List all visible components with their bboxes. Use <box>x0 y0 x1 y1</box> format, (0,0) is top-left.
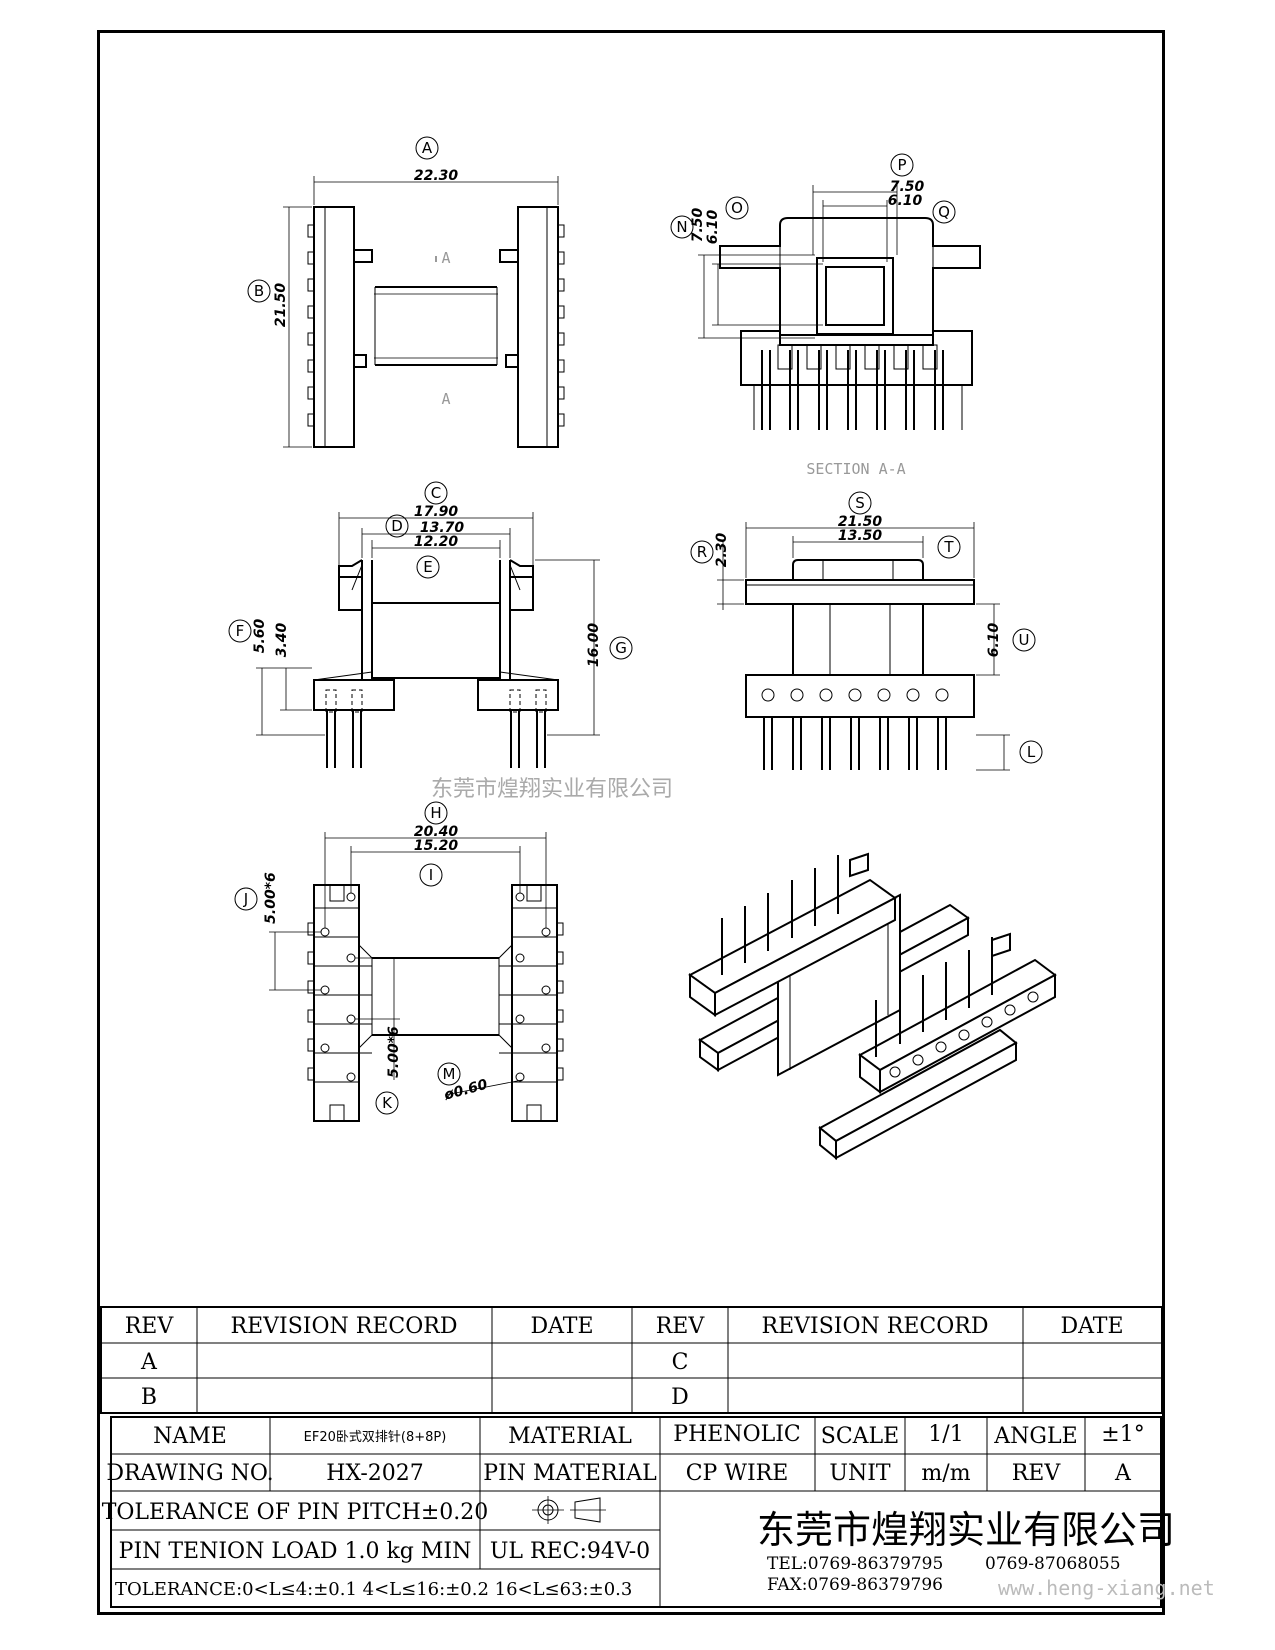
dim-h-value: 20.40 <box>414 824 459 840</box>
dim-o-value: 6.10 <box>705 209 721 244</box>
dim-t-value: 13.50 <box>838 528 883 544</box>
dim-f-value: 5.60 <box>252 618 268 653</box>
isometric-view <box>688 852 1057 1161</box>
rev-header-1: REV <box>125 1314 175 1339</box>
bubble-p: P <box>897 156 906 174</box>
company-name: 东莞市煌翔实业有限公司 <box>757 1508 1175 1552</box>
dim-e-value: 12.20 <box>414 534 459 550</box>
dim-n-value: 7.50 <box>690 207 706 242</box>
pitch-tolerance: TOLERANCE OF PIN PITCH±0.20 <box>102 1500 489 1525</box>
section-mark-lower: A <box>441 390 450 408</box>
dim-i-value: 15.20 <box>414 838 459 854</box>
top-view: A A 22.30 A 21.50 B <box>247 136 565 448</box>
dim-b-value: 21.50 <box>273 283 289 328</box>
section-view: 7.50 6.10 P Q 7.50 6.10 N O SECTION A-A <box>670 153 981 478</box>
dim-q-value: 6.10 <box>888 193 923 209</box>
rev-row-a: A <box>140 1350 158 1375</box>
dim-k-value: 5.00*6 <box>386 1026 402 1078</box>
company-fax: FAX:0769-86379796 <box>767 1575 943 1595</box>
rev-row-c: C <box>672 1350 689 1375</box>
scale-value: 1/1 <box>928 1422 963 1447</box>
rev-row-b: B <box>141 1385 157 1410</box>
section-caption: SECTION A-A <box>806 460 905 478</box>
drawing-sheet-border <box>97 30 1165 1615</box>
ul-rating: UL REC:94V-0 <box>490 1539 650 1564</box>
bubble-e: E <box>423 558 432 576</box>
bubble-s: S <box>855 494 865 512</box>
bubble-l: L <box>1027 743 1036 761</box>
revision-record-header-2: REVISION RECORD <box>762 1314 989 1339</box>
company-tel: TEL:0769-86379795 <box>767 1554 943 1574</box>
dim-s-value: 21.50 <box>838 514 883 530</box>
bubble-a: A <box>422 139 433 157</box>
bottom-view: 20.40 H 15.20 I 5.00*6 J 5.00*6 K ø0.60 … <box>234 801 564 1122</box>
rev-value: A <box>1114 1461 1132 1486</box>
date-header-1: DATE <box>530 1314 593 1339</box>
angle-value: ±1° <box>1101 1422 1144 1447</box>
material-label: MATERIAL <box>508 1424 632 1449</box>
rev-label: REV <box>1012 1461 1062 1486</box>
pin-load: PIN TENION LOAD 1.0 kg MIN <box>119 1539 472 1564</box>
material-value: PHENOLIC <box>673 1422 800 1447</box>
company-tel-2: 0769-87068055 <box>985 1554 1121 1574</box>
bubble-h: H <box>430 804 441 822</box>
dim-c-value: 17.90 <box>414 504 459 520</box>
section-mark-upper: A <box>441 249 450 267</box>
scale-label: SCALE <box>821 1424 899 1449</box>
bubble-o: O <box>731 199 743 217</box>
date-header-2: DATE <box>1060 1314 1123 1339</box>
watermark-company: 东莞市煌翔实业有限公司 <box>431 777 673 802</box>
pin-material-label: PIN MATERIAL <box>483 1461 657 1486</box>
name-value: EF20卧式双排针(8+8P) <box>304 1430 447 1445</box>
bubble-u: U <box>1019 631 1030 649</box>
unit-value: m/m <box>921 1461 970 1486</box>
pin-material-value: CP WIRE <box>686 1461 789 1486</box>
bubble-j: J <box>243 890 248 908</box>
rev-row-d: D <box>671 1385 689 1410</box>
dim-g-value: 16.00 <box>586 623 602 668</box>
bubble-n: N <box>676 218 687 236</box>
bubble-d: D <box>391 517 403 535</box>
dim-j-value: 5.00*6 <box>263 872 279 924</box>
bubble-i: I <box>429 866 433 884</box>
bubble-f: F <box>236 622 245 640</box>
bubble-b: B <box>254 282 264 300</box>
dim-a-value: 22.30 <box>414 168 459 184</box>
dim-f2-value: 3.40 <box>274 622 290 657</box>
general-tolerance: TOLERANCE:0<L≤4:±0.1 4<L≤16:±0.2 16<L≤63… <box>115 1579 632 1600</box>
dim-d-value: 13.70 <box>420 520 465 536</box>
dim-r-value: 2.30 <box>714 532 730 567</box>
revision-record-header-1: REVISION RECORD <box>231 1314 458 1339</box>
bubble-k: K <box>382 1094 393 1112</box>
front-view: 17.90 C 13.70 D 12.20 E 16.00 G 5.60 3.4… <box>228 481 633 768</box>
watermark-url: www.heng-xiang.net <box>998 1576 1215 1600</box>
bubble-c: C <box>431 484 441 502</box>
unit-label: UNIT <box>829 1461 890 1486</box>
dim-p-value: 7.50 <box>890 179 925 195</box>
dim-u-value: 6.10 <box>986 622 1002 657</box>
name-label: NAME <box>153 1424 227 1449</box>
revision-table: REV REVISION RECORD DATE REV REVISION RE… <box>100 1306 1163 1414</box>
bubble-q: Q <box>938 203 950 221</box>
rev-header-2: REV <box>656 1314 706 1339</box>
drawing-no-value: HX-2027 <box>326 1461 424 1486</box>
bubble-t: T <box>943 538 954 556</box>
bubble-m: M <box>443 1065 456 1083</box>
projection-symbol <box>532 1496 606 1524</box>
drawing-no-label: DRAWING NO. <box>106 1461 273 1486</box>
angle-label: ANGLE <box>993 1424 1077 1449</box>
side-view: 21.50 S 13.50 T 2.30 R 6.10 U L <box>690 491 1043 771</box>
bubble-g: G <box>615 639 627 657</box>
bubble-r: R <box>697 543 707 561</box>
title-block: NAME EF20卧式双排针(8+8P) MATERIAL PHENOLIC S… <box>102 1416 1175 1608</box>
